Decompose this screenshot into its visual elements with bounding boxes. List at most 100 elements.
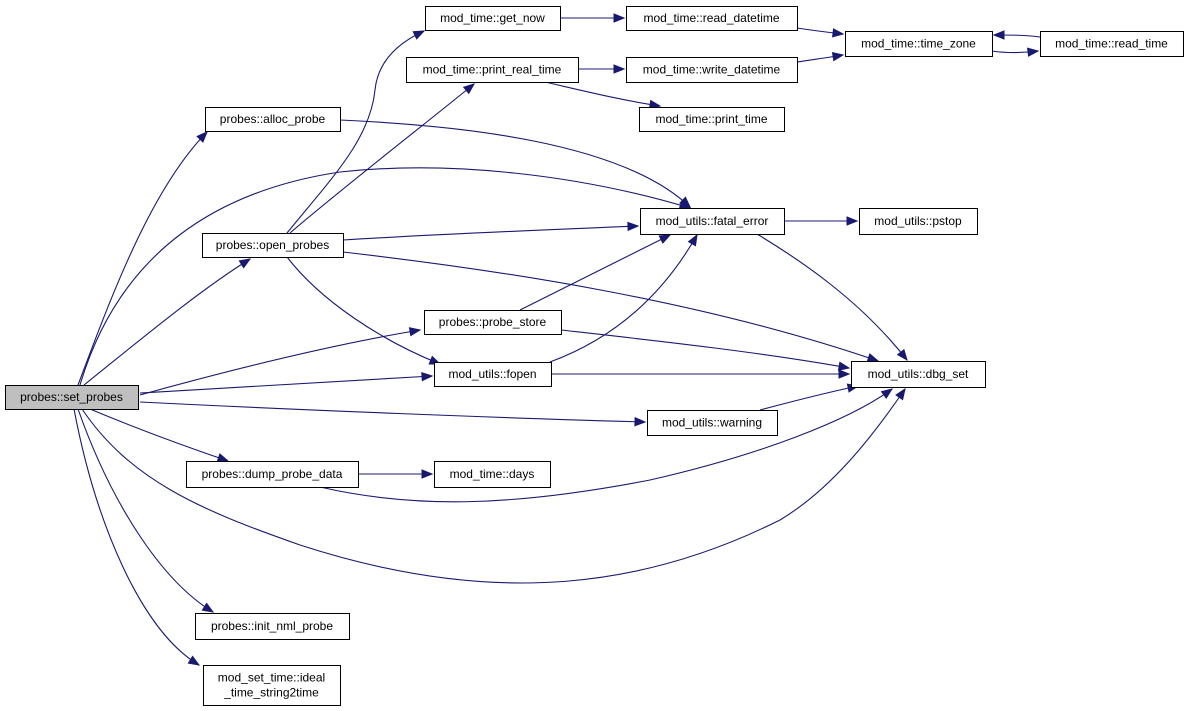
node-open-probes[interactable]: probes::open_probes — [202, 233, 344, 258]
edge-set_probes-to-init_nml_probe — [77, 408, 215, 613]
node-get-now[interactable]: mod_time::get_now — [425, 6, 561, 31]
arrowhead-icon — [880, 388, 894, 399]
edge-line — [759, 385, 859, 411]
edge-open_probes-to-dbg_set — [342, 251, 880, 363]
arrowhead-icon — [627, 221, 640, 232]
edge-line — [289, 83, 475, 234]
arrowhead-icon — [687, 233, 698, 247]
edge-alloc_probe-to-fatal_error — [339, 119, 691, 208]
edge-set_probes-to-fopen — [139, 371, 434, 394]
node-write-datetime[interactable]: mod_time::write_datetime — [626, 57, 798, 83]
edge-line — [77, 131, 208, 386]
node-read-time[interactable]: mod_time::read_time — [1040, 31, 1184, 57]
node-box — [424, 310, 562, 335]
node-fatal-error[interactable]: mod_utils::fatal_error — [640, 208, 785, 235]
node-box — [406, 57, 579, 83]
edge-fatal_error-to-pstop — [784, 216, 859, 226]
edge-get_now-to-read_datetime — [560, 13, 626, 23]
arrowhead-icon — [421, 469, 434, 479]
node-print-real-time[interactable]: mod_time::print_real_time — [406, 57, 579, 83]
edge-open_probes-to-print_real_time — [289, 83, 476, 234]
arrowhead-icon — [201, 602, 215, 613]
edge-line — [549, 234, 698, 363]
node-box — [851, 361, 986, 388]
node-fopen[interactable]: mod_utils::fopen — [434, 362, 552, 387]
node-read-datetime[interactable]: mod_time::read_datetime — [626, 6, 798, 31]
arrowhead-icon — [634, 416, 647, 427]
arrowhead-icon — [832, 28, 845, 38]
edge-line — [560, 329, 850, 369]
node-days[interactable]: mod_time::days — [434, 461, 551, 488]
node-pstop[interactable]: mod_utils::pstop — [859, 208, 978, 235]
edge-print_real_time-to-print_time — [544, 81, 662, 110]
node-box — [640, 208, 785, 235]
edge-set_probes-to-open_probes — [83, 258, 252, 386]
node-label: mod_utils::warning — [662, 416, 762, 430]
node-box — [203, 665, 341, 706]
edge-fatal_error-to-dbg_set — [756, 233, 908, 362]
edge-line — [286, 256, 441, 365]
node-label: mod_utils::pstop — [874, 214, 962, 228]
arrowhead-icon — [1027, 47, 1040, 57]
node-probe-store[interactable]: probes::probe_store — [424, 310, 562, 335]
edge-fopen-to-dbg_set — [551, 369, 851, 379]
node-box — [859, 208, 978, 235]
edge-line — [339, 119, 691, 208]
edge-set_probes-to-alloc_probe — [77, 131, 208, 386]
node-label: mod_time::read_time — [1055, 37, 1168, 51]
edge-line — [139, 329, 421, 396]
graph-nodes: probes::set_probes probes::alloc_probepro… — [5, 6, 1184, 706]
arrowhead-icon — [462, 83, 476, 95]
edge-set_probes-to-probe_store — [139, 327, 422, 396]
node-label: probes::set_probes — [20, 390, 123, 404]
edge-read_datetime-to-time_zone — [796, 27, 845, 38]
arrowhead-icon — [613, 64, 626, 74]
node-label: mod_time::time_zone — [861, 37, 976, 51]
node-box — [5, 385, 139, 410]
edge-open_probes-to-get_now — [286, 30, 426, 234]
arrowhead-icon — [992, 30, 1005, 40]
edge-line — [139, 401, 646, 423]
node-label: _time_string2time — [223, 686, 319, 700]
edge-set_probes-to-fatal_error — [79, 167, 692, 386]
node-print-time[interactable]: mod_time::print_time — [639, 107, 785, 132]
node-box — [434, 362, 552, 387]
node-alloc-probe[interactable]: probes::alloc_probe — [205, 107, 341, 132]
node-label: probes::open_probes — [216, 238, 329, 252]
node-label: mod_time::get_now — [440, 11, 545, 25]
node-label: probes::dump_probe_data — [202, 467, 343, 481]
arrowhead-icon — [679, 196, 691, 208]
arrowhead-icon — [831, 52, 845, 62]
edge-line — [544, 81, 661, 107]
node-box — [639, 107, 785, 132]
edge-write_datetime-to-time_zone — [796, 52, 845, 63]
arrowhead-icon — [866, 353, 880, 363]
edge-line — [519, 234, 671, 311]
edge-line — [342, 251, 879, 362]
edge-open_probes-to-fatal_error — [342, 221, 640, 241]
edge-dump_probe_data-to-dbg_set — [319, 388, 894, 503]
edge-line — [139, 375, 433, 394]
edge-open_probes-to-fopen — [286, 256, 442, 365]
node-init-nml-probe[interactable]: probes::init_nml_probe — [195, 613, 350, 640]
node-set-probes[interactable]: probes::set_probes — [5, 385, 139, 410]
node-warning[interactable]: mod_utils::warning — [647, 410, 778, 436]
edge-probe_store-to-dbg_set — [560, 329, 851, 371]
node-time-zone[interactable]: mod_time::time_zone — [845, 31, 993, 57]
node-label: probes::init_nml_probe — [211, 619, 333, 633]
node-ideal-time[interactable]: mod_set_time::ideal_time_string2time — [203, 665, 341, 706]
arrowhead-icon — [838, 369, 851, 379]
node-dump-probe-data[interactable]: probes::dump_probe_data — [186, 461, 359, 488]
node-label: probes::alloc_probe — [220, 112, 326, 126]
edge-print_real_time-to-write_datetime — [578, 64, 626, 74]
node-box — [202, 233, 344, 258]
node-box — [186, 461, 359, 488]
node-label: mod_time::print_real_time — [423, 63, 562, 77]
edge-probe_store-to-fatal_error — [519, 234, 672, 311]
node-label: mod_utils::fopen — [448, 367, 536, 381]
node-dbg-set[interactable]: mod_utils::dbg_set — [851, 361, 986, 388]
node-box — [1040, 31, 1184, 57]
edge-warning-to-dbg_set — [759, 383, 860, 411]
node-box — [647, 410, 778, 436]
node-label: mod_time::read_datetime — [643, 11, 779, 25]
